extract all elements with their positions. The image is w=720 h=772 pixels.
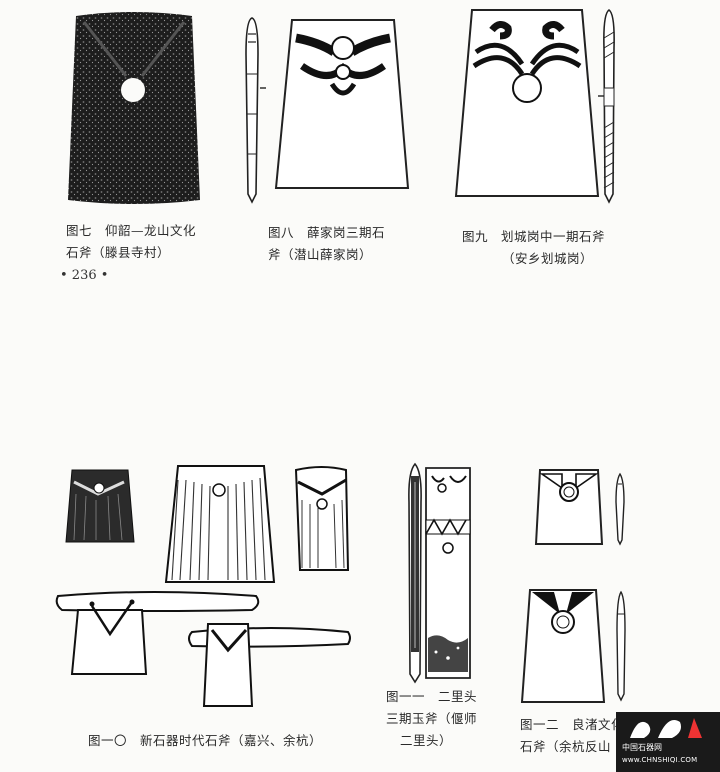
watermark-site-url: www.CHNSHIQI.COM [622, 756, 698, 764]
fig8-axe [274, 19, 410, 189]
fig12-axe-upper [534, 469, 604, 545]
fig10-caption-line1: 图一〇 新石器时代石斧（嘉兴、余杭） [88, 733, 323, 748]
fig12-caption: 图一二 良渚文化 石斧（余杭反山 [520, 714, 624, 758]
fig10-caption: 图一〇 新石器时代石斧（嘉兴、余杭） [88, 730, 322, 752]
fig8-caption-line1: 图八 薛家岗三期石 [268, 225, 386, 240]
fig9-axe [454, 9, 600, 197]
fig12-axe-lower [520, 589, 606, 703]
fig7-caption-line1: 图七 仰韶—龙山文化 [66, 223, 197, 238]
fig12-profile-lower [616, 590, 626, 702]
fig11-caption-line3: 二里头） [400, 733, 453, 748]
fig11-caption-line1: 图一一 二里头 [386, 689, 478, 704]
fig9-caption-line1: 图九 划城岗中一期石斧 [462, 229, 606, 244]
fig12-caption-line1: 图一二 良渚文化 [520, 717, 625, 732]
fig11-side-profile [408, 462, 422, 684]
site-watermark: 中国石器网 www.CHNSHIQI.COM [616, 712, 720, 772]
fig8-caption-line2: 斧（潜山薛家岗） [268, 247, 373, 262]
fig9-caption: 图九 划城岗中一期石斧 （安乡划城岗） [462, 226, 605, 270]
fig7-caption: 图七 仰韶—龙山文化 石斧（滕县寺村） [66, 220, 196, 264]
fig11-caption-line2: 三期玉斧（偃师 [386, 711, 478, 726]
fig11-caption: 图一一 二里头 三期玉斧（偃师 二里头） [386, 686, 477, 752]
fig8-caption: 图八 薛家岗三期石 斧（潜山薛家岗） [268, 222, 385, 266]
page-number: • 236 • [60, 268, 109, 283]
fig7-caption-line2: 石斧（滕县寺村） [66, 245, 171, 260]
fig11-axe [425, 467, 471, 679]
fig8-side-profile [245, 17, 266, 204]
watermark-site-name: 中国石器网 [622, 743, 662, 752]
logo-icon [630, 718, 702, 738]
fig7-rubbing [68, 12, 200, 204]
fig12-caption-line2: 石斧（余杭反山 [520, 739, 612, 754]
fig10-axes [55, 465, 351, 707]
fig9-caption-line2: （安乡划城岗） [502, 251, 594, 266]
fig9-side-profile [598, 9, 615, 204]
fig12-profile-upper [615, 472, 625, 546]
